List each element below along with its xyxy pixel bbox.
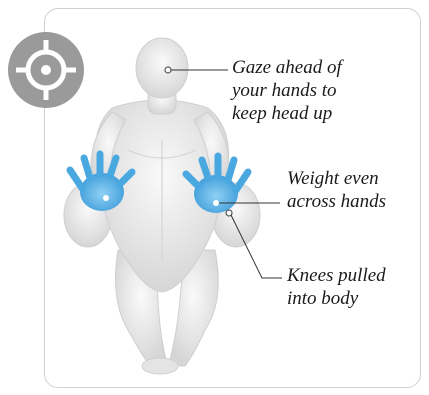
weight-callout-line1: Weight even	[287, 167, 386, 190]
gaze-callout-line3: keep head up	[232, 102, 342, 125]
knees-callout-line2: into body	[287, 287, 386, 310]
knees-callout-line1: Knees pulled	[287, 264, 386, 287]
knees-callout: Knees pulled into body	[287, 264, 386, 310]
weight-callout-line2: across hands	[287, 190, 386, 213]
knee-marker	[226, 210, 232, 216]
gaze-callout-line1: Gaze ahead of	[232, 56, 342, 79]
gaze-callout: Gaze ahead of your hands to keep head up	[232, 56, 342, 125]
gaze-callout-line2: your hands to	[232, 79, 342, 102]
weight-callout: Weight even across hands	[287, 167, 386, 213]
